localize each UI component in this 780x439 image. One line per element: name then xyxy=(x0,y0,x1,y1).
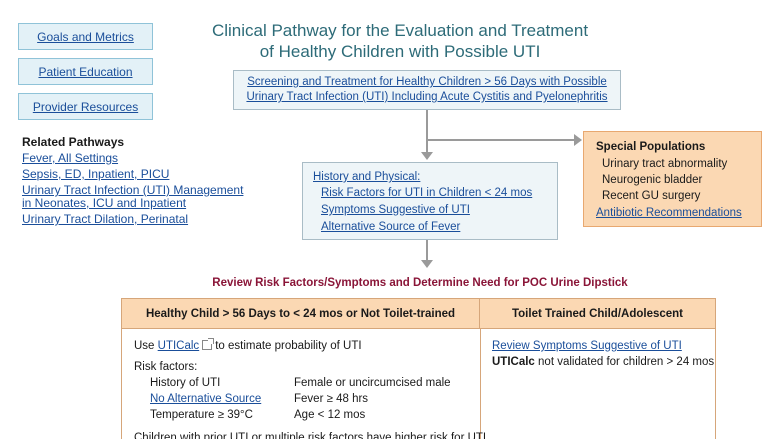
uticalc-note: UTICalc not validated for children > 24 … xyxy=(492,355,714,369)
uticalc-link[interactable]: UTICalc xyxy=(157,340,200,352)
risk-factor-item: Fever ≥ 48 hrs xyxy=(294,393,369,405)
special-populations-box: Special Populations Urinary tract abnorm… xyxy=(583,131,762,227)
risk-factor-item: Temperature ≥ 39°C xyxy=(150,409,253,421)
screening-link-line2[interactable]: Urinary Tract Infection (UTI) Including … xyxy=(246,91,608,103)
evaluation-table: Healthy Child > 56 Days to < 24 mos or N… xyxy=(121,298,716,439)
risk-factors-label: Risk factors: xyxy=(134,361,198,373)
history-physical-link[interactable]: History and Physical: xyxy=(313,171,421,183)
connector-line xyxy=(426,240,428,262)
antibiotic-recommendations-link[interactable]: Antibiotic Recommendations xyxy=(596,207,742,219)
special-populations-title: Special Populations xyxy=(596,141,706,153)
symptoms-link[interactable]: Symptoms Suggestive of UTI xyxy=(321,204,470,216)
arrow-right-icon xyxy=(574,134,582,146)
review-symptoms-link[interactable]: Review Symptoms Suggestive of UTI xyxy=(492,340,682,352)
risk-factor-item: History of UTI xyxy=(150,377,221,389)
related-link-uti-management-cont[interactable]: in Neonates, ICU and Inpatient xyxy=(22,196,187,210)
risk-factor-item: Age < 12 mos xyxy=(294,409,366,421)
provider-resources-button[interactable]: Provider Resources xyxy=(18,93,153,120)
alternative-source-link[interactable]: Alternative Source of Fever xyxy=(321,221,461,233)
history-physical-box: History and Physical: Risk Factors for U… xyxy=(302,162,558,240)
risk-factor-item: Female or uncircumcised male xyxy=(294,377,451,389)
related-pathways-heading: Related Pathways xyxy=(22,135,125,149)
column-header-healthy-child: Healthy Child > 56 Days to < 24 mos or N… xyxy=(122,299,480,329)
connector-line xyxy=(426,139,574,141)
arrow-down-icon xyxy=(421,260,433,268)
page-title-line2: of Healthy Children with Possible UTI xyxy=(259,42,541,61)
related-link-fever[interactable]: Fever, All Settings xyxy=(22,151,119,165)
page-title: Clinical Pathway for the Evaluation and … xyxy=(175,20,625,62)
use-suffix: to estimate probability of UTI xyxy=(215,340,362,352)
column-divider xyxy=(480,329,481,439)
review-instruction: Review Risk Factors/Symptoms and Determi… xyxy=(212,277,628,289)
special-population-item: Recent GU surgery xyxy=(602,190,701,202)
special-population-item: Urinary tract abnormality xyxy=(602,158,728,170)
related-link-urinary-dilation[interactable]: Urinary Tract Dilation, Perinatal xyxy=(22,212,189,226)
special-population-item: Neurogenic bladder xyxy=(602,174,703,186)
risk-factors-link[interactable]: Risk Factors for UTI in Children < 24 mo… xyxy=(321,187,533,199)
related-link-sepsis[interactable]: Sepsis, ED, Inpatient, PICU xyxy=(22,167,170,181)
uticalc-note-text: not validated for children > 24 mos xyxy=(538,356,715,368)
external-link-icon[interactable] xyxy=(202,338,215,350)
screening-link-line1[interactable]: Screening and Treatment for Healthy Chil… xyxy=(247,76,607,88)
page-title-line1: Clinical Pathway for the Evaluation and … xyxy=(211,21,589,40)
risk-footer-note: Children with prior UTI or multiple risk… xyxy=(134,432,487,439)
uticalc-bold: UTICalc xyxy=(492,356,535,368)
connector-line xyxy=(426,110,428,154)
goals-and-metrics-button[interactable]: Goals and Metrics xyxy=(18,23,153,50)
arrow-down-icon xyxy=(421,152,433,160)
use-prefix: Use xyxy=(134,340,155,352)
column-header-toilet-trained: Toilet Trained Child/Adolescent xyxy=(480,299,715,329)
related-link-uti-management[interactable]: Urinary Tract Infection (UTI) Management xyxy=(22,183,244,197)
no-alternative-source-link[interactable]: No Alternative Source xyxy=(150,393,262,405)
patient-education-button[interactable]: Patient Education xyxy=(18,58,153,85)
uticalc-instruction: Use UTICalc to estimate probability of UT… xyxy=(134,338,362,353)
screening-box[interactable]: Screening and Treatment for Healthy Chil… xyxy=(233,70,621,110)
